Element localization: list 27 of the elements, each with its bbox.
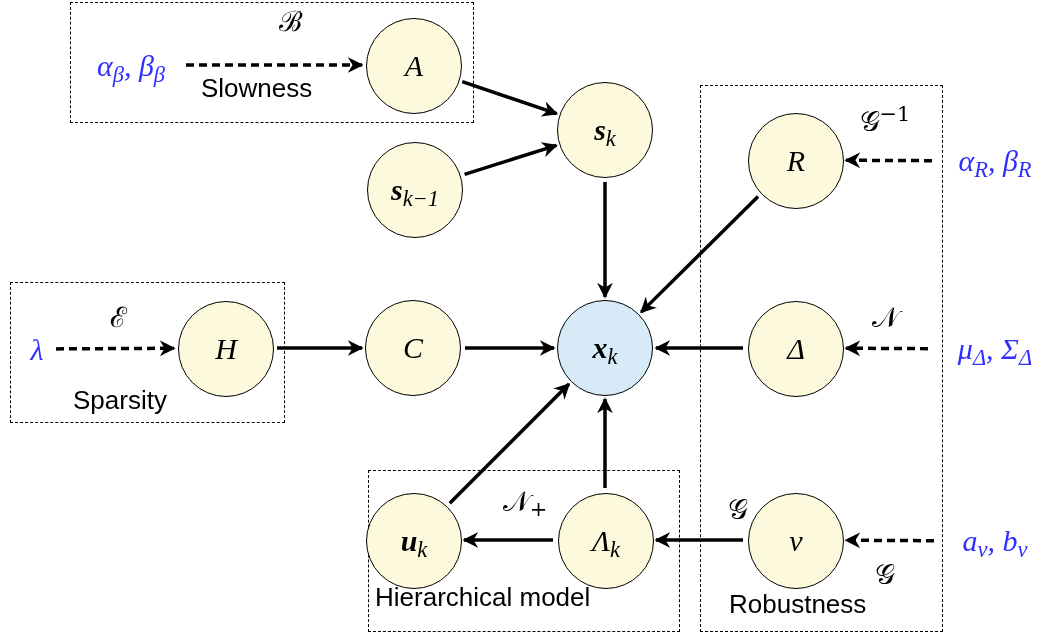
arrow — [597, 397, 613, 488]
dashed-group-box — [10, 282, 285, 423]
arrow — [462, 532, 553, 548]
parameter-text: α$_{β}$, β$_{β}$ — [79, 45, 183, 87]
arrow — [654, 340, 743, 356]
dashed-group-box — [70, 2, 474, 123]
group-label: Robustness — [729, 591, 867, 617]
group-label: Sparsity — [73, 387, 167, 413]
dashed-arrow — [844, 152, 932, 169]
arrow — [597, 182, 613, 299]
parameter-text: μ$_{Δ}$, Σ$_{Δ}$ — [932, 328, 1058, 370]
parameter-text: λ — [21, 329, 53, 371]
arrow — [640, 195, 760, 314]
dashed-arrow — [844, 340, 928, 357]
dashed-arrow — [56, 340, 176, 357]
arrow — [464, 142, 558, 176]
dashed-group-box — [368, 470, 680, 632]
arrow — [277, 340, 364, 356]
arrow — [654, 532, 743, 548]
dashed-arrow — [186, 57, 364, 73]
parameter-text: a$_{ν}$, b$_{ν}$ — [938, 520, 1052, 562]
group-label: Slowness — [201, 75, 313, 101]
arrow — [448, 382, 571, 505]
dashed-arrow — [844, 532, 934, 549]
arrow — [465, 340, 556, 356]
parameter-text: α$_{R}$, β$_{R}$ — [936, 140, 1054, 182]
arrow — [461, 80, 559, 117]
